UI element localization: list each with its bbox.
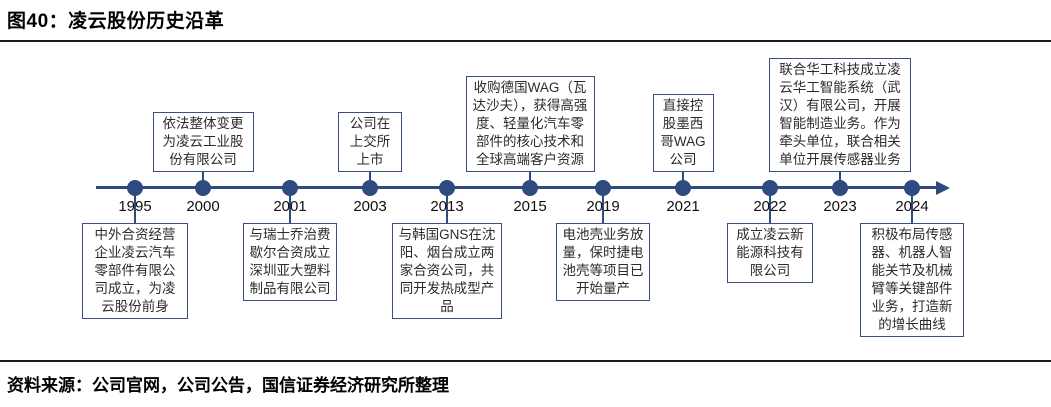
event-box-2024: 积极布局传感器、机器人智能关节及机械臂等关键部件业务，打造新的增长曲线 xyxy=(860,223,964,337)
connector-2013 xyxy=(446,188,448,229)
timeline-dot-2022 xyxy=(762,180,778,196)
year-label-2015: 2015 xyxy=(513,198,547,215)
timeline-dot-2024 xyxy=(904,180,920,196)
event-box-2000: 依法整体变更为凌云工业股份有限公司 xyxy=(152,112,254,172)
timeline-dot-2003 xyxy=(362,180,378,196)
event-box-2021: 直接控股墨西哥WAG公司 xyxy=(652,94,714,172)
timeline-dot-2021 xyxy=(675,180,691,196)
event-box-2023: 联合华工科技成立凌云华工智能系统（武汉）有限公司，开展智能制造业务。作为牵头单位… xyxy=(769,58,911,172)
year-label-2003: 2003 xyxy=(353,198,387,215)
timeline-dot-2000 xyxy=(195,180,211,196)
connector-2024 xyxy=(911,188,913,229)
timeline-dot-1995 xyxy=(127,180,143,196)
event-text: 公司在上交所上市 xyxy=(349,116,391,167)
year-label-2001: 2001 xyxy=(273,198,307,215)
event-box-2019: 电池壳业务放量，保时捷电池壳等项目已开始量产 xyxy=(556,223,650,301)
source-note: 资料来源：公司官网，公司公告，国信证券经济研究所整理 xyxy=(7,376,449,395)
year-label-2000: 2000 xyxy=(186,198,220,215)
year-label-2013: 2013 xyxy=(430,198,464,215)
connector-2001 xyxy=(289,188,291,229)
event-box-2022: 成立凌云新能源科技有限公司 xyxy=(727,223,813,283)
timeline-axis xyxy=(96,186,938,189)
event-text: 积极布局传感器、机器人智能关节及机械臂等关键部件业务，打造新的增长曲线 xyxy=(871,227,953,332)
year-label-2019: 2019 xyxy=(586,198,620,215)
event-text: 收购德国WAG（瓦达沙夫），获得高强度、轻量化汽车零部件的核心技术和全球高端客户… xyxy=(472,80,588,167)
year-label-2024: 2024 xyxy=(895,198,929,215)
year-label-2022: 2022 xyxy=(753,198,787,215)
connector-2022 xyxy=(769,188,771,229)
event-text: 与韩国GNS在沈阳、烟台成立两家合资公司，共同开发热成型产品 xyxy=(398,227,496,314)
figure-title: 图40：凌云股份历史沿革 xyxy=(7,11,225,32)
timeline-dot-2023 xyxy=(832,180,848,196)
event-text: 与瑞士乔治费歇尔合资成立深圳亚大塑料制品有限公司 xyxy=(249,227,331,296)
year-label-1995: 1995 xyxy=(118,198,152,215)
timeline-dot-2015 xyxy=(522,180,538,196)
event-text: 中外合资经营企业凌云汽车零部件有限公司成立，为凌云股份前身 xyxy=(94,227,176,314)
timeline-dot-2001 xyxy=(282,180,298,196)
timeline-arrowhead-icon xyxy=(936,181,950,195)
event-box-2001: 与瑞士乔治费歇尔合资成立深圳亚大塑料制品有限公司 xyxy=(243,223,337,301)
event-text: 依法整体变更为凌云工业股份有限公司 xyxy=(162,116,244,167)
title-divider xyxy=(0,40,1051,42)
timeline-dot-2013 xyxy=(439,180,455,196)
connector-2019 xyxy=(602,188,604,229)
event-text: 成立凌云新能源科技有限公司 xyxy=(736,227,804,278)
year-label-2021: 2021 xyxy=(666,198,700,215)
source-divider xyxy=(0,360,1051,362)
event-box-1995: 中外合资经营企业凌云汽车零部件有限公司成立，为凌云股份前身 xyxy=(82,223,188,319)
event-text: 电池壳业务放量，保时捷电池壳等项目已开始量产 xyxy=(562,227,644,296)
event-text: 联合华工科技成立凌云华工智能系统（武汉）有限公司，开展智能制造业务。作为牵头单位… xyxy=(779,62,901,167)
event-box-2013: 与韩国GNS在沈阳、烟台成立两家合资公司，共同开发热成型产品 xyxy=(392,223,502,319)
year-label-2023: 2023 xyxy=(823,198,857,215)
timeline-dot-2019 xyxy=(595,180,611,196)
event-box-2003: 公司在上交所上市 xyxy=(338,112,402,172)
event-text: 直接控股墨西哥WAG公司 xyxy=(660,98,706,167)
event-box-2015: 收购德国WAG（瓦达沙夫），获得高强度、轻量化汽车零部件的核心技术和全球高端客户… xyxy=(465,76,595,172)
connector-1995 xyxy=(134,188,136,229)
